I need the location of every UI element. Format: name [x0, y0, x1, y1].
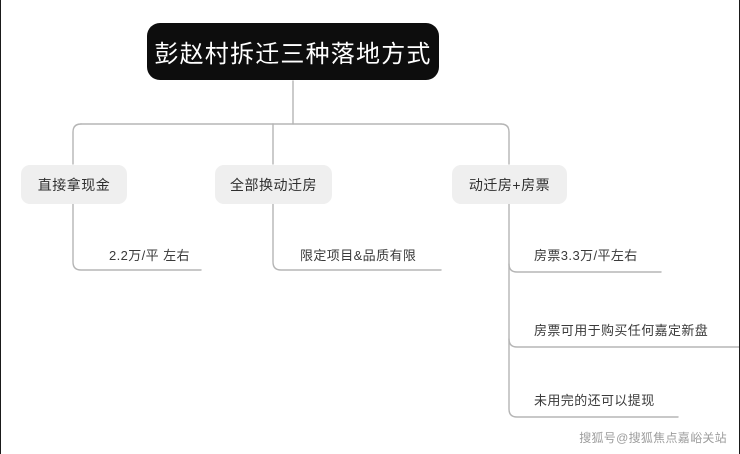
- branch-node-housing-plus-voucher[interactable]: 动迁房+房票: [452, 165, 567, 204]
- leaf-node-label[interactable]: 2.2万/平 左右: [109, 248, 190, 263]
- branch-node-relocation-housing[interactable]: 全部换动迁房: [215, 165, 332, 204]
- edge-root-to-branch-2: [500, 123, 510, 165]
- edge-branch-2-to-leaf-2: [508, 263, 662, 273]
- branch-node-label: 动迁房+房票: [468, 176, 551, 193]
- root-node-label: 彭赵村拆迁三种落地方式: [154, 41, 432, 68]
- leaf-node-label[interactable]: 限定项目&品质有限: [300, 248, 417, 263]
- branch-node-label: 全部换动迁房: [230, 176, 317, 193]
- leaf-node-label[interactable]: 未用完的还可以提现: [534, 393, 655, 408]
- edge-branch-2-to-leaf-3: [508, 338, 739, 348]
- leaf-node-label[interactable]: 房票可用于购买任何嘉定新盘: [534, 323, 709, 338]
- edge-root-to-branch-0: [72, 123, 82, 165]
- branch-node-cash[interactable]: 直接拿现金: [21, 165, 127, 204]
- leaf-node-label[interactable]: 房票3.3万/平左右: [534, 248, 638, 263]
- watermark: 搜狐号@搜狐焦点嘉峪关站: [579, 431, 727, 445]
- edge-branch-2-spine: [508, 203, 679, 418]
- branch-node-label: 直接拿现金: [37, 176, 111, 193]
- root-node[interactable]: 彭赵村拆迁三种落地方式: [147, 23, 439, 80]
